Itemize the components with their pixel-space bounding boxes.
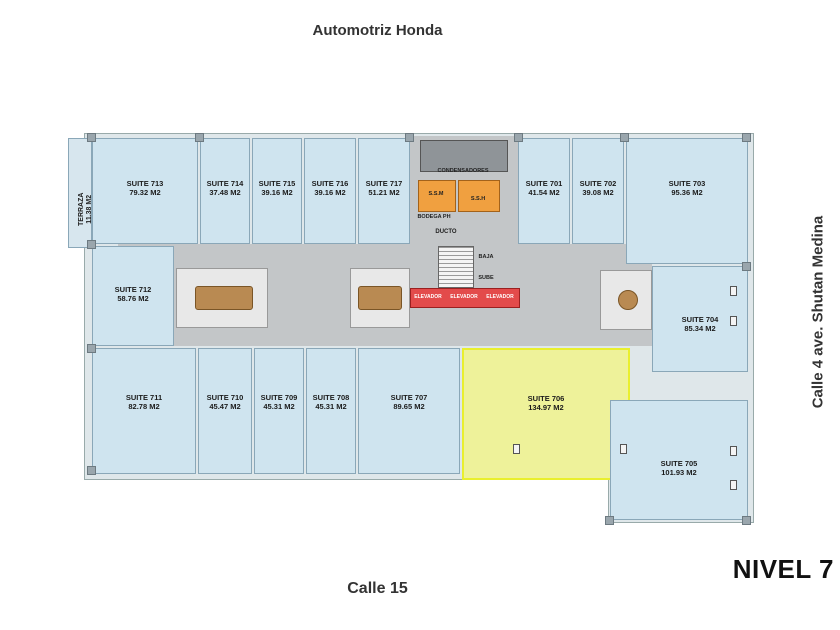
round-table-right [618, 290, 638, 310]
suite-710-area: 45.47 M2 [209, 402, 241, 411]
street-label-top: Automotriz Honda [312, 22, 443, 39]
condensadores-room [420, 140, 508, 172]
terraza-area [68, 138, 92, 248]
ducto-label: DUCTO [435, 229, 457, 235]
street-label-bottom: Calle 15 [347, 580, 408, 597]
window-marker [620, 444, 627, 454]
column-marker [742, 516, 751, 525]
suite-716-area: 39.16 M2 [314, 188, 346, 197]
suite-714-area: 37.48 M2 [209, 188, 241, 197]
suite-703-area: 95.36 M2 [671, 188, 703, 197]
stairs-down-label: BAJA [478, 254, 494, 260]
column-marker [620, 133, 629, 142]
window-marker [513, 444, 520, 454]
suite-717-area: 51.21 M2 [368, 188, 400, 197]
conference-table-center [358, 286, 402, 310]
suite-715-area: 39.16 M2 [261, 188, 293, 197]
window-marker [730, 446, 737, 456]
restroom-women-label: S.S.M [428, 191, 444, 197]
suite-707-area: 89.65 M2 [393, 402, 425, 411]
suite-714-name: SUITE 714 [206, 179, 244, 188]
window-marker [730, 480, 737, 490]
suite-712-area: 58.76 M2 [117, 294, 149, 303]
column-marker [195, 133, 204, 142]
suite-711-name: SUITE 711 [125, 393, 163, 402]
suite-703-name: SUITE 703 [668, 179, 706, 188]
column-marker [87, 133, 96, 142]
column-marker [87, 240, 96, 249]
level-label: NIVEL 7 [732, 554, 834, 584]
elevator-label-3: ELEVADOR [486, 294, 514, 300]
suite-717-name: SUITE 717 [365, 179, 403, 188]
suite-706-name: SUITE 706 [527, 394, 565, 403]
bodega-label: BODEGA PH [417, 214, 451, 220]
window-marker [730, 316, 737, 326]
column-marker [405, 133, 414, 142]
suite-705-name: SUITE 705 [660, 459, 698, 468]
conference-table-left [195, 286, 253, 310]
suite-701-area: 41.54 M2 [528, 188, 560, 197]
restroom-men [458, 180, 500, 212]
column-marker [87, 466, 96, 475]
suite-709-area: 45.31 M2 [263, 402, 295, 411]
stairs-up-label: SUBE [478, 275, 494, 281]
window-marker [730, 286, 737, 296]
column-marker [742, 133, 751, 142]
elevator-bank [410, 288, 520, 308]
suite-702-area: 39.08 M2 [582, 188, 614, 197]
suite-713-name: SUITE 713 [126, 179, 164, 188]
column-marker [514, 133, 523, 142]
suite-708-area: 45.31 M2 [315, 402, 347, 411]
suite-716-name: SUITE 716 [311, 179, 349, 188]
elevator-label-2: ELEVADOR [450, 294, 478, 300]
suite-712-name: SUITE 712 [114, 285, 152, 294]
column-marker [742, 262, 751, 271]
suite-704-area: 85.34 M2 [684, 324, 716, 333]
elevator-label-1: ELEVADOR [414, 294, 442, 300]
suite-710-name: SUITE 710 [206, 393, 244, 402]
suite-715-name: SUITE 715 [258, 179, 296, 188]
condensadores-label: CONDENSADORES [437, 168, 489, 174]
column-marker [87, 344, 96, 353]
terraza-name: TERRAZA [78, 192, 85, 226]
restroom-men-label: S.S.H [470, 196, 486, 202]
column-marker [605, 516, 614, 525]
suite-701-name: SUITE 701 [525, 179, 563, 188]
suite-702-name: SUITE 702 [579, 179, 617, 188]
suite-709-name: SUITE 709 [260, 393, 298, 402]
suite-708-name: SUITE 708 [312, 393, 350, 402]
suite-711-area: 82.78 M2 [128, 402, 160, 411]
suite-707-name: SUITE 707 [390, 393, 428, 402]
restroom-women [418, 180, 456, 212]
suite-706-area: 134.97 M2 [528, 403, 564, 412]
suite-704-name: SUITE 704 [681, 315, 719, 324]
suite-713-area: 79.32 M2 [129, 188, 161, 197]
suite-705-area: 101.93 M2 [661, 468, 697, 477]
stairs [438, 246, 474, 288]
